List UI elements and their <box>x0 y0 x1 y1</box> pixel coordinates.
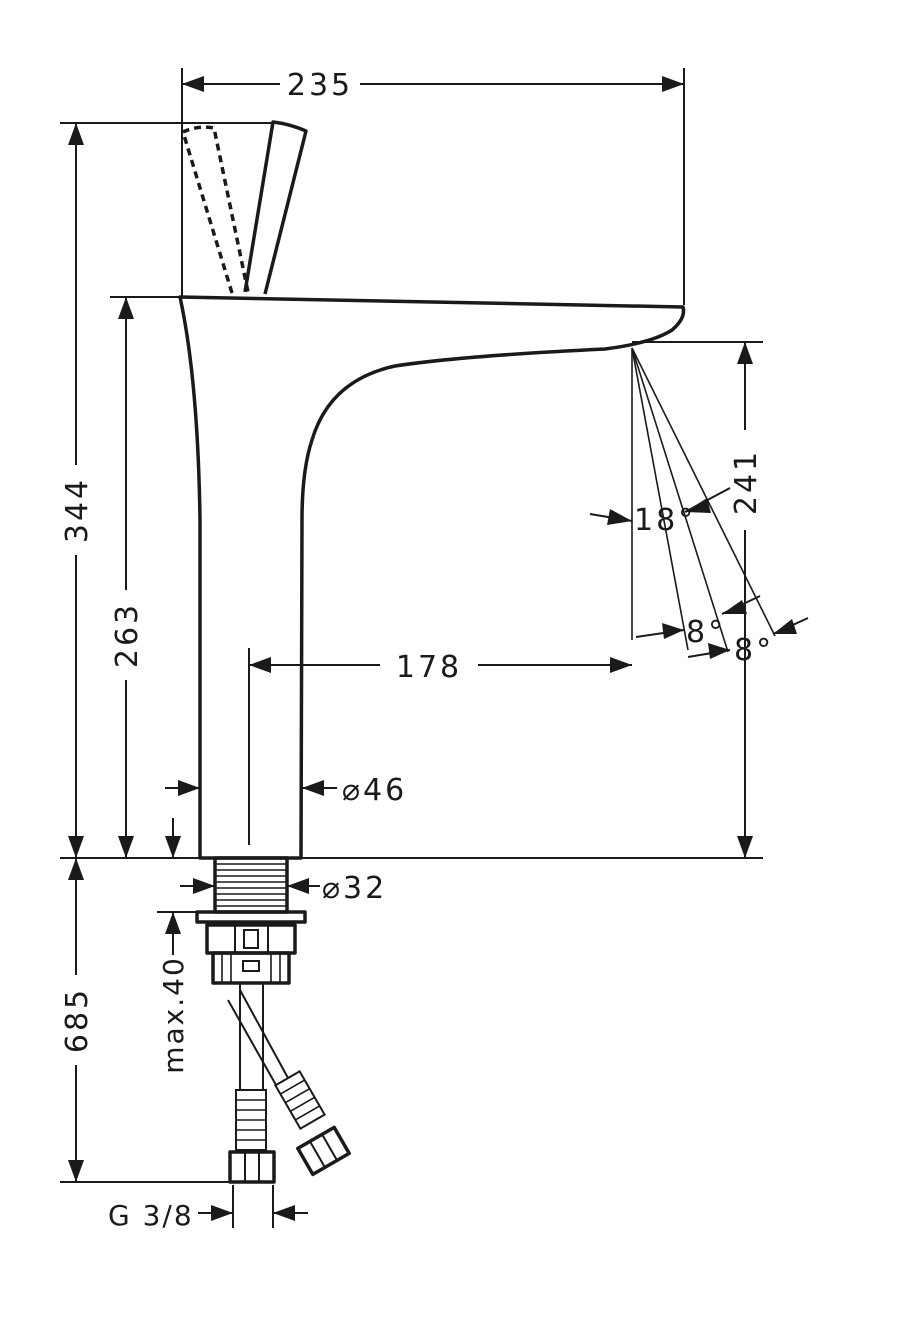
dimension-outlet-241: 241 <box>632 341 764 858</box>
label-241: 241 <box>729 449 764 515</box>
lever-alt-position <box>180 125 250 294</box>
label-g38: G 3/8 <box>108 1199 194 1232</box>
label-235: 235 <box>287 68 353 103</box>
label-max-40: max.40 <box>157 956 190 1074</box>
dimension-height-263: 263 <box>110 296 180 858</box>
angle-8-second: 8° <box>687 617 809 668</box>
dimension-width-235: 235 <box>181 68 685 305</box>
label-178: 178 <box>396 650 462 685</box>
dimension-diameter-46: ⌀46 <box>165 773 407 808</box>
supply-hose-angled <box>227 989 351 1177</box>
label-685: 685 <box>60 987 95 1053</box>
label-angle-18: 18° <box>634 503 696 538</box>
dimension-connection-g38: G 3/8 <box>108 1185 308 1232</box>
fixing-nut <box>195 910 307 985</box>
angle-8-first: 8° <box>635 595 761 650</box>
label-46: ⌀46 <box>342 773 407 808</box>
threaded-shank <box>213 856 289 914</box>
dimension-hose-685: 685 <box>60 858 230 1183</box>
dimension-max-40: max.40 <box>157 911 197 1074</box>
lever-handle <box>243 120 308 295</box>
angle-18: 18° <box>589 487 731 538</box>
label-344: 344 <box>60 477 95 543</box>
water-jet-lines <box>631 347 776 653</box>
label-angle-8a: 8° <box>686 615 726 650</box>
dimension-diameter-32: ⌀32 <box>180 871 387 906</box>
label-angle-8b: 8° <box>734 633 774 668</box>
supply-hose-straight <box>228 983 276 1184</box>
label-32: ⌀32 <box>322 871 387 906</box>
dimension-reach-178: 178 <box>248 648 632 845</box>
faucet-body <box>178 295 686 860</box>
dimension-height-344: 344 <box>60 122 275 858</box>
label-263: 263 <box>110 602 145 668</box>
base-reference-line <box>60 818 763 859</box>
